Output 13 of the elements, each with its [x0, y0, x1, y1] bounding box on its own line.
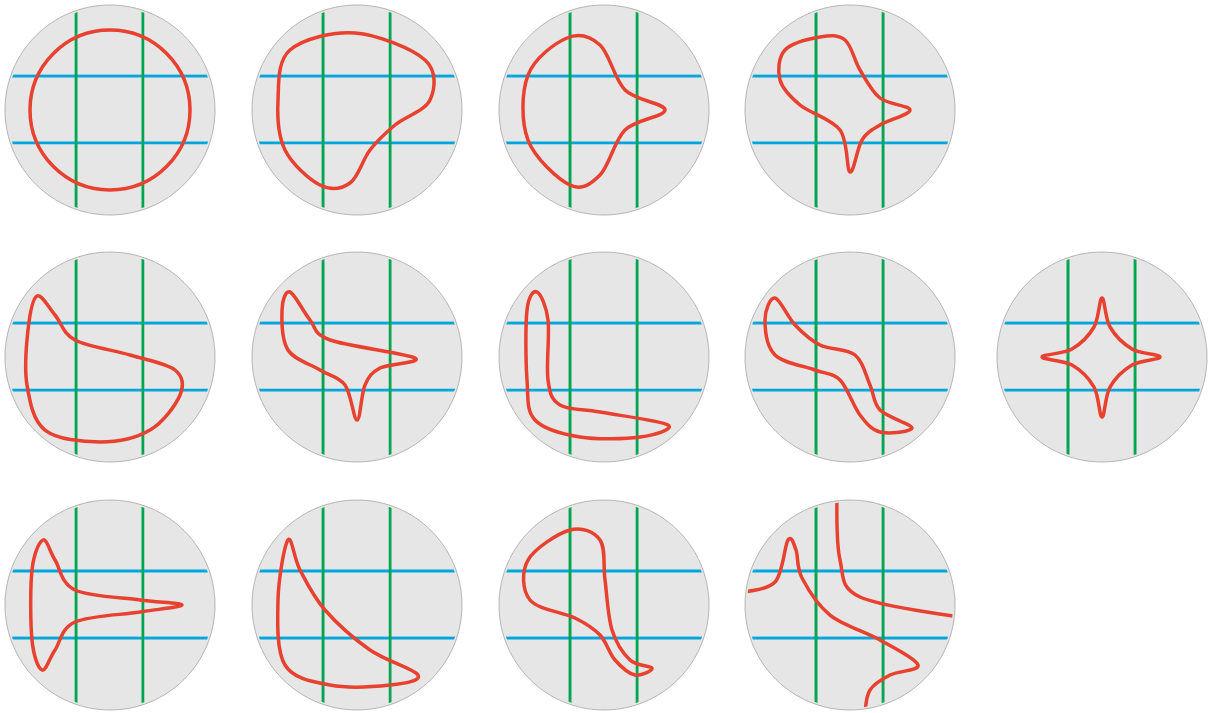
curve-on-grid-drawing	[251, 251, 463, 463]
curve-on-grid-drawing	[744, 251, 956, 463]
curve-on-grid-drawing	[996, 251, 1208, 463]
curve-on-grid-drawing	[498, 4, 710, 216]
curve-on-grid-drawing	[251, 499, 463, 711]
curve-on-grid-drawing	[744, 499, 956, 711]
curve-on-grid-drawing	[4, 4, 216, 216]
curve-on-grid-drawing	[744, 4, 956, 216]
curve-on-grid-drawing	[498, 499, 710, 711]
curve-on-grid-drawing	[498, 251, 710, 463]
curve-on-grid-drawing	[4, 499, 216, 711]
curve-on-grid-drawing	[4, 251, 216, 463]
curve-on-grid-drawing	[251, 4, 463, 216]
